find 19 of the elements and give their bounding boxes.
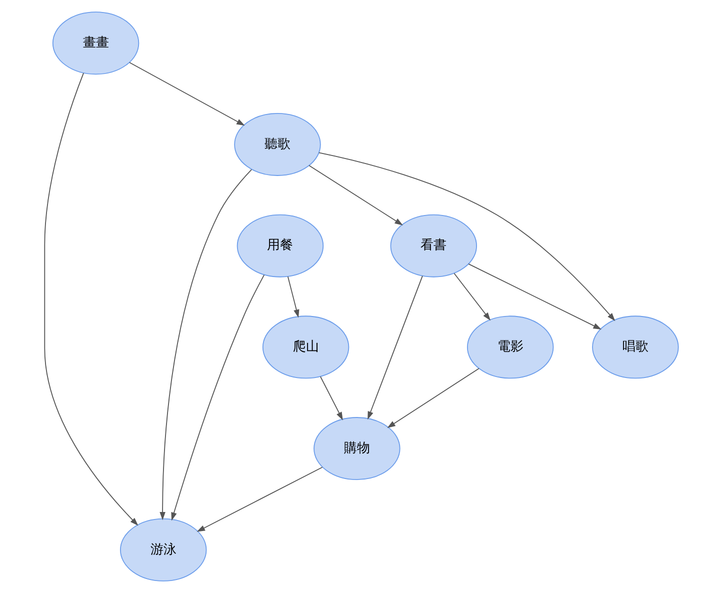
node-ellipse: 用餐 (236, 214, 324, 278)
arrow (196, 466, 323, 532)
arrow (160, 169, 252, 520)
node-ellipse: 畫畫 (52, 12, 140, 75)
arrow (308, 165, 403, 226)
arrow (387, 368, 480, 428)
arrow (287, 276, 300, 318)
node-ellipse: 電影 (466, 316, 554, 379)
arrow (368, 275, 423, 420)
arrow (454, 272, 491, 321)
arrow (129, 62, 245, 126)
arrow (44, 72, 138, 526)
arrow (468, 264, 602, 330)
node-ellipse: 爬山 (262, 316, 350, 379)
arrow (318, 152, 616, 322)
arrow (171, 274, 265, 521)
node-ellipse: 購物 (314, 417, 400, 480)
arrow (320, 376, 343, 420)
node-ellipse: 看書 (390, 214, 477, 278)
